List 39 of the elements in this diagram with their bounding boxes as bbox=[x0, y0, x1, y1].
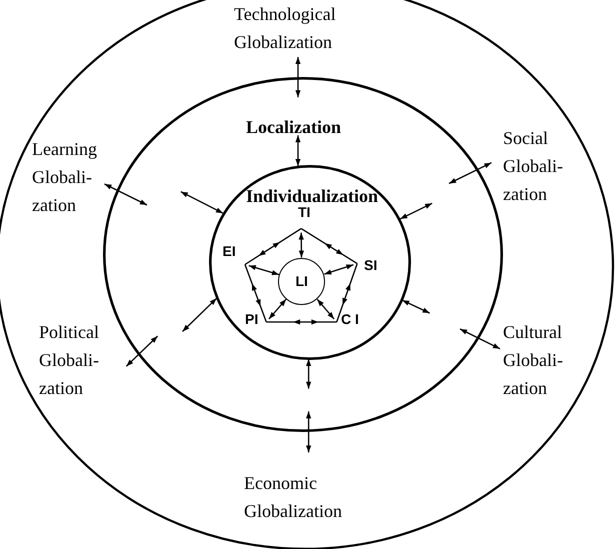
vertex-label: TI bbox=[298, 205, 310, 219]
double-arrow bbox=[182, 298, 218, 332]
outer-label: Social Globali- zation bbox=[503, 124, 563, 208]
double-arrow bbox=[316, 298, 335, 320]
double-arrow bbox=[400, 202, 432, 220]
middle-ellipse bbox=[103, 76, 503, 432]
ring-title: Localization bbox=[246, 118, 341, 136]
double-arrow bbox=[324, 264, 354, 275]
double-arrow bbox=[300, 228, 358, 264]
double-arrow bbox=[104, 183, 148, 206]
center-circle bbox=[278, 258, 326, 305]
outer-label: Political Globali- zation bbox=[39, 318, 99, 402]
circle-label: LI bbox=[295, 274, 308, 288]
double-arrow bbox=[336, 263, 358, 322]
vertex-label: PI bbox=[245, 312, 258, 326]
outer-label: Technological Globalization bbox=[234, 0, 336, 56]
double-arrow bbox=[244, 228, 302, 266]
double-arrow bbox=[248, 264, 280, 276]
outer-label: Learning Globali- zation bbox=[32, 135, 97, 220]
double-arrow bbox=[268, 298, 287, 320]
double-arrow bbox=[306, 411, 312, 452]
double-arrow bbox=[126, 336, 158, 367]
vertex-label: EI bbox=[222, 244, 236, 258]
double-arrow bbox=[402, 300, 430, 314]
double-arrow bbox=[295, 135, 301, 166]
vertex-label: SI bbox=[364, 258, 378, 272]
inner-ellipse bbox=[209, 164, 411, 360]
outer-label: Cultural Globali- zation bbox=[503, 318, 563, 402]
vertex-label: C I bbox=[341, 312, 359, 326]
double-arrow bbox=[460, 328, 500, 350]
double-arrow bbox=[448, 162, 492, 184]
ring-title: Individualization bbox=[246, 187, 378, 205]
double-arrow bbox=[244, 264, 267, 322]
double-arrow bbox=[180, 191, 224, 214]
double-arrow bbox=[266, 319, 337, 325]
double-arrow bbox=[306, 359, 312, 389]
outer-label: Economic Globalization bbox=[244, 468, 342, 525]
double-arrow bbox=[295, 57, 301, 98]
double-arrow bbox=[298, 232, 304, 258]
